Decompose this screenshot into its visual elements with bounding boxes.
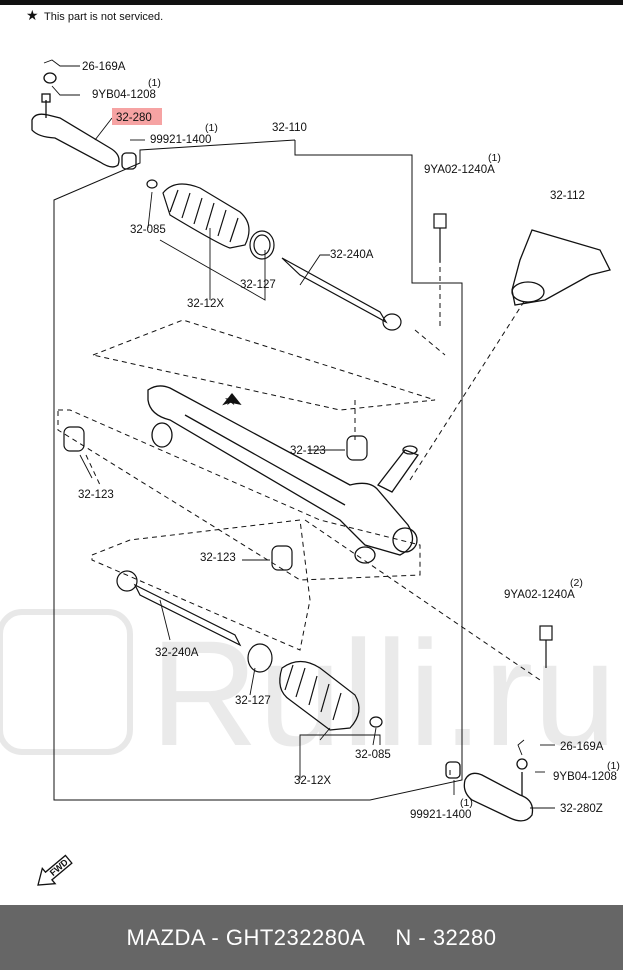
- label-32-123-mid[interactable]: 32-123: [200, 552, 236, 564]
- not-serviced-star: ★: [224, 392, 237, 409]
- qty-9yb04-bot: (1): [607, 760, 620, 772]
- bushings: [63, 426, 368, 571]
- boot-bottom: [247, 643, 383, 731]
- boot-top: [146, 179, 275, 260]
- footer-bar: MAZDA - GHT232280A N - 32280: [0, 905, 623, 970]
- inner-tie-rod-bottom: [116, 570, 242, 647]
- inner-tie-rod-top: [281, 257, 402, 331]
- label-32-112[interactable]: 32-112: [550, 190, 585, 202]
- note-text: This part is not serviced.: [44, 11, 163, 23]
- label-32-240a-top[interactable]: 32-240A: [330, 249, 374, 261]
- label-9yb04-1208-top[interactable]: 9YB04-1208: [92, 89, 156, 101]
- assembly-outline: [53, 139, 463, 801]
- label-26-169a-top[interactable]: 26-169A: [82, 61, 126, 73]
- label-32-085-bot[interactable]: 32-085: [355, 749, 391, 761]
- label-32-123-left[interactable]: 32-123: [78, 489, 114, 501]
- label-99921-1400-top[interactable]: 99921-1400: [150, 134, 211, 146]
- watermark: Rulli.ru: [0, 609, 617, 777]
- dashed-groups: [57, 240, 541, 775]
- label-32-123-right[interactable]: 32-123: [290, 445, 326, 457]
- label-9ya02-1240a-top[interactable]: 9YA02-1240A: [424, 164, 495, 176]
- label-9ya02-1240a-bot[interactable]: 9YA02-1240A: [504, 589, 575, 601]
- top-border: [0, 0, 623, 5]
- label-32-127-top[interactable]: 32-127: [240, 279, 276, 291]
- qty-9ya02-bot: (2): [570, 577, 583, 589]
- rack-housing: [147, 385, 420, 564]
- qty-99921-top: (1): [205, 122, 218, 134]
- label-32-085-top[interactable]: 32-085: [130, 224, 166, 236]
- note-star: ★: [26, 7, 39, 23]
- qty-9yb04-top: (1): [148, 77, 161, 89]
- label-99921-1400-bot[interactable]: 99921-1400: [410, 809, 471, 821]
- leader-lines: [43, 59, 555, 809]
- label-32-280z[interactable]: 32-280Z: [560, 803, 603, 815]
- label-32-110[interactable]: 32-110: [272, 122, 307, 134]
- footer-reference: N - 32280: [395, 924, 497, 950]
- label-32-280[interactable]: 32-280: [116, 112, 152, 124]
- label-26-169a-bot[interactable]: 26-169A: [560, 741, 604, 753]
- label-32-12x-bot[interactable]: 32-12X: [294, 775, 331, 787]
- bracket-32-112: [511, 229, 611, 306]
- tie-rod-end-bottom: [445, 758, 534, 822]
- qty-9ya02-top: (1): [488, 152, 501, 164]
- tie-rod-end-top: [31, 72, 137, 170]
- svg-text:Rulli.ru: Rulli.ru: [150, 609, 617, 777]
- label-32-127-bot[interactable]: 32-127: [235, 695, 271, 707]
- label-32-12x-top[interactable]: 32-12X: [187, 298, 224, 310]
- highlight-32-280: [112, 108, 162, 125]
- footer-part-number: MAZDA - GHT232280A: [126, 924, 366, 950]
- label-32-240a-bot[interactable]: 32-240A: [155, 647, 199, 659]
- bolts: [433, 213, 553, 668]
- parts-diagram: Rulli.ru ★ This part is not serviced.: [0, 0, 623, 886]
- label-9yb04-1208-bot[interactable]: 9YB04-1208: [553, 771, 617, 783]
- fwd-arrow-icon: FWD: [37, 854, 73, 886]
- qty-99921-bot: (1): [460, 797, 473, 809]
